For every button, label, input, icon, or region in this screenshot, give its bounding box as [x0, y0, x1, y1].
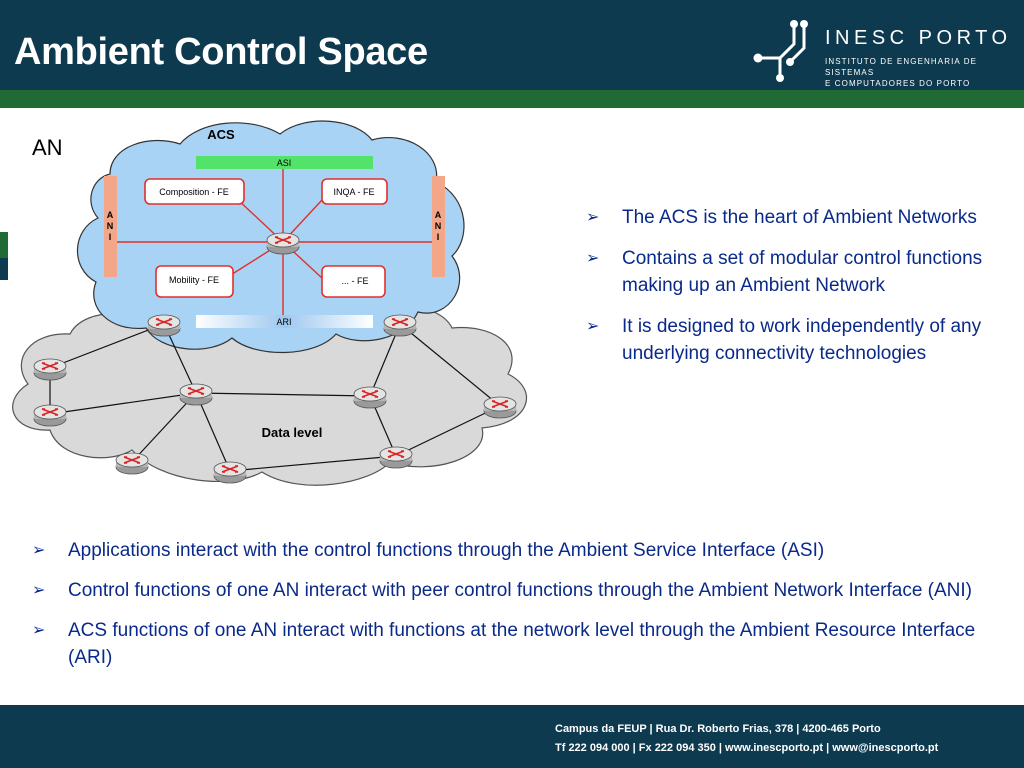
- bullet-text: Control functions of one AN interact wit…: [68, 580, 973, 601]
- router-icon: [379, 446, 413, 469]
- bullet-text: Applications interact with the control f…: [68, 540, 825, 561]
- an-label: AN: [32, 135, 63, 160]
- fe-mobility-label: Mobility - FE: [169, 275, 219, 285]
- page-title: Ambient Control Space: [14, 31, 428, 73]
- header-bar: Ambient Control Space INESC PORTO INSTIT…: [0, 0, 1024, 90]
- fe-box-mobility: [155, 265, 234, 298]
- bottom-bullet-list: ➢ Applications interact with the control …: [32, 537, 992, 684]
- logo-subtitle: INSTITUTO DE ENGENHARIA DE SISTEMAS E CO…: [825, 56, 1024, 89]
- data-level-label: Data level: [262, 425, 323, 440]
- router-icon: [115, 452, 149, 475]
- side-accent-green: [0, 232, 8, 258]
- right-bullet-list: ➢ The ACS is the heart of Ambient Network…: [586, 204, 1006, 381]
- ani-bar-right: [432, 176, 445, 277]
- lab-label: LABORATORIO ASSOCIADO: [825, 183, 992, 194]
- bullet-text: The ACS is the heart of Ambient Networks: [622, 207, 977, 228]
- ari-bar: [196, 315, 373, 328]
- ani-right-i: I: [437, 232, 440, 242]
- router-icon: [213, 461, 247, 484]
- router-icon: [383, 314, 417, 337]
- router-icon-central: [266, 232, 300, 255]
- ani-left-a: A: [107, 210, 114, 220]
- fe-inqa-label: INQA - FE: [333, 187, 374, 197]
- list-item: ➢ It is designed to work independently of…: [586, 313, 1006, 367]
- arrow-bullet-icon: ➢: [32, 582, 46, 599]
- acs-network-diagram: ACS ASI A N I A N I Composition - FE INQ…: [12, 120, 528, 486]
- router-icon: [353, 386, 387, 409]
- list-item: ➢ ACS functions of one AN interact with f…: [32, 617, 992, 671]
- arrow-bullet-icon: ➢: [32, 542, 46, 559]
- list-item: ➢ The ACS is the heart of Ambient Network…: [586, 204, 1006, 231]
- fe-other-label: ... - FE: [342, 276, 369, 286]
- logo-name: INESC PORTO: [825, 27, 1012, 49]
- arrow-bullet-icon: ➢: [586, 209, 600, 226]
- logo-subtitle-line-1: INSTITUTO DE ENGENHARIA DE SISTEMAS: [825, 57, 978, 77]
- inesc-logo-icon: [753, 20, 808, 82]
- ani-left-n: N: [107, 221, 114, 231]
- footer-contacts: Tf 222 094 000 | Fx 222 094 350 | www.in…: [555, 742, 939, 754]
- fe-box-inqa: [321, 178, 388, 205]
- green-band: LABORATORIO ASSOCIADO: [0, 90, 1024, 194]
- fe-box-other: [321, 265, 386, 298]
- router-icon: [483, 396, 517, 419]
- list-item: ➢ Applications interact with the control …: [32, 537, 992, 564]
- bullet-text: Contains a set of modular control functi…: [622, 248, 983, 296]
- ani-right-n: N: [435, 221, 442, 231]
- arrow-bullet-icon: ➢: [32, 622, 46, 639]
- router-icon: [179, 383, 213, 406]
- list-item: ➢ Contains a set of modular control funct…: [586, 245, 1006, 299]
- ani-right-a: A: [435, 210, 442, 220]
- side-accent-blue: [0, 258, 8, 280]
- router-icon: [147, 314, 181, 337]
- router-icon: [33, 404, 67, 427]
- arrow-bullet-icon: ➢: [586, 318, 600, 335]
- fe-composition-label: Composition - FE: [159, 187, 229, 197]
- arrow-bullet-icon: ➢: [586, 250, 600, 267]
- list-item: ➢ Control functions of one AN interact wi…: [32, 577, 992, 604]
- footer-bar: Campus da FEUP | Rua Dr. Roberto Frias, …: [0, 705, 1024, 768]
- ani-left-i: I: [109, 232, 112, 242]
- router-icon: [33, 358, 67, 381]
- acs-label: ACS: [207, 127, 235, 142]
- fe-box-composition: [144, 178, 245, 205]
- bullet-text: ACS functions of one AN interact with fu…: [68, 620, 976, 668]
- bullet-text: It is designed to work independently of …: [622, 316, 982, 364]
- asi-label: ASI: [277, 158, 292, 168]
- ari-label: ARI: [276, 317, 291, 327]
- asi-bar: [196, 156, 373, 169]
- ani-bar-left: [104, 176, 117, 277]
- footer-address: Campus da FEUP | Rua Dr. Roberto Frias, …: [555, 723, 881, 735]
- logo-subtitle-line-2: E COMPUTADORES DO PORTO: [825, 79, 971, 88]
